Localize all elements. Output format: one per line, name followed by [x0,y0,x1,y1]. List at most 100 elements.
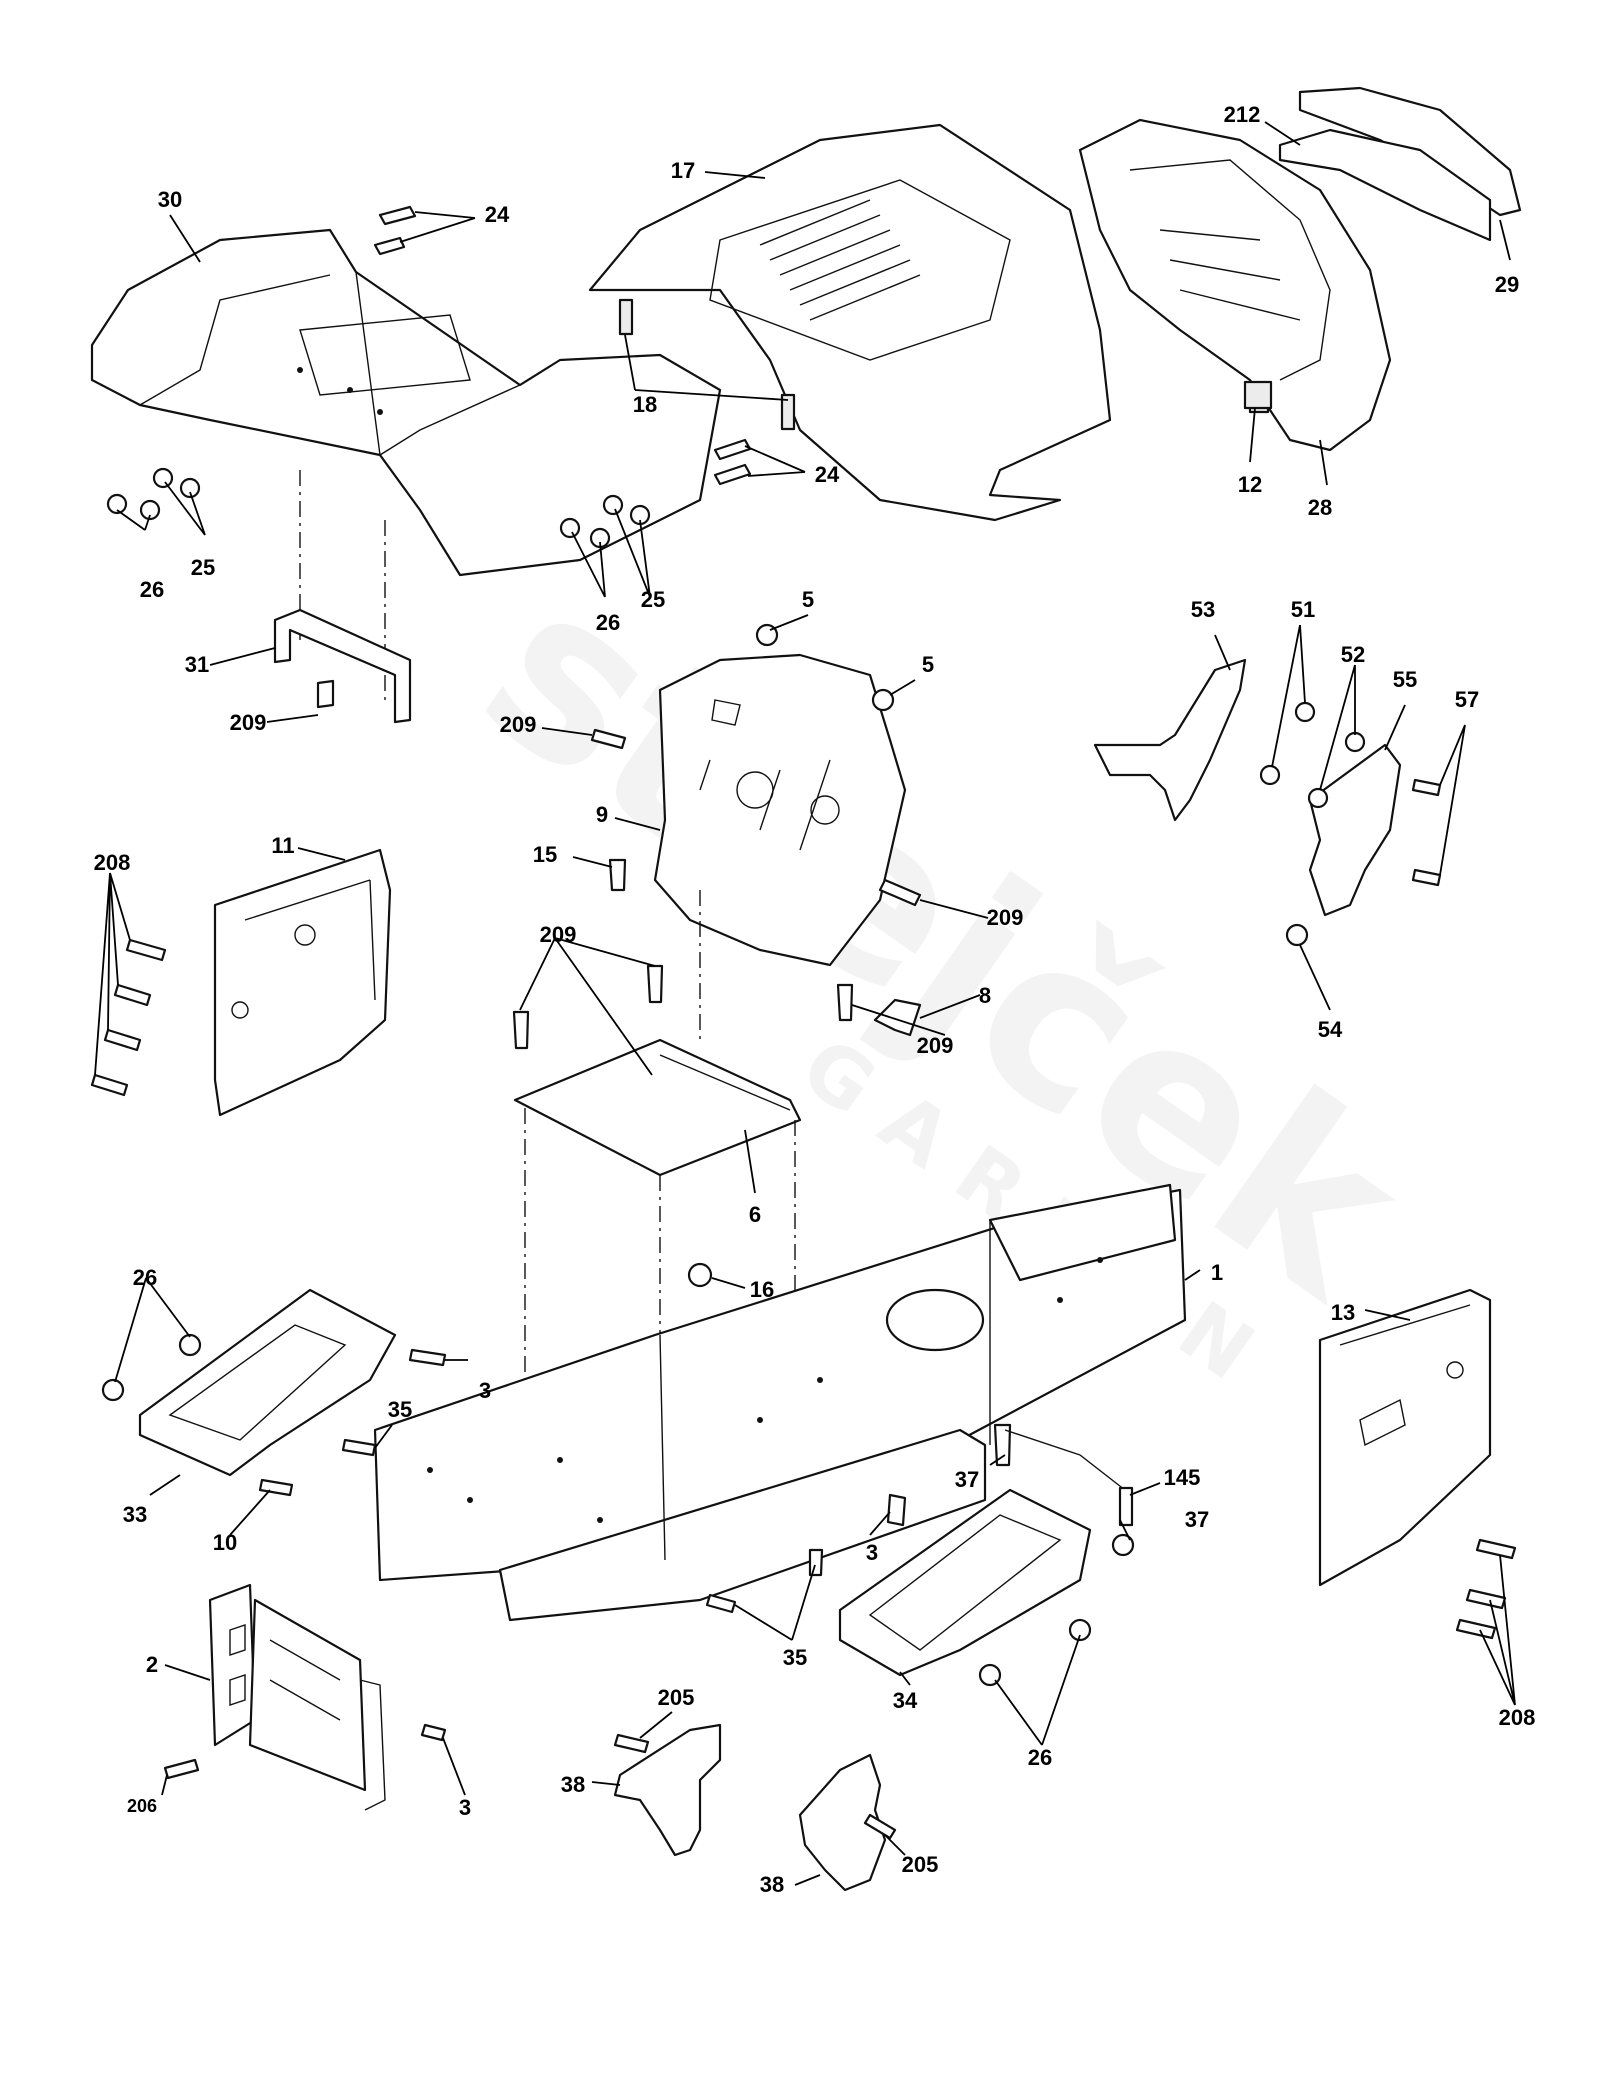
callout-26-b: 26 [596,610,620,635]
callout-25-a: 25 [191,555,215,580]
nuts-51-52 [1259,701,1366,809]
part-38-left [613,1723,722,1857]
part-plate-6 [513,1038,802,1177]
callout-205-b: 205 [902,1852,939,1877]
callout-2: 2 [146,1652,158,1677]
part-step-33 [138,1288,397,1477]
part-side-panel-13 [1318,1288,1492,1587]
callout-28: 28 [1308,495,1332,520]
bolt-35a [341,1438,377,1457]
callout-212: 212 [1224,102,1261,127]
callout-25-b: 25 [641,587,665,612]
callout-209-e: 209 [917,1033,954,1058]
part-8-clip [873,998,922,1037]
callout-9: 9 [596,802,608,827]
callout-3-b: 3 [866,1540,878,1565]
part-38-right [798,1753,887,1892]
part-rear-fender [90,228,722,577]
callout-38-b: 38 [760,1872,784,1897]
callout-6: 6 [749,1202,761,1227]
bolt-209e [836,983,854,1022]
part-frame-1 [373,1183,1187,1622]
part-bracket-31 [273,608,412,724]
callout-209-b: 209 [500,712,537,737]
callout-54: 54 [1318,1017,1343,1042]
callout-206: 206 [127,1796,157,1816]
callout-5-b: 5 [922,652,934,677]
callout-labels: 30 24 17 212 29 18 24 12 28 26 25 26 25 … [94,102,1536,1897]
part-hood [588,123,1112,522]
callout-51: 51 [1291,597,1315,622]
bolt-209a [316,679,335,709]
callout-8: 8 [979,983,991,1008]
bolts-57 [1411,778,1442,887]
callout-18: 18 [633,392,657,417]
nuts-25-26-left [106,467,201,521]
nuts-25-26-right [559,494,651,549]
bolt-3a [408,1348,447,1367]
nuts-26c [101,1333,202,1402]
callout-3-a: 3 [479,1378,491,1403]
callout-3-c: 3 [459,1795,471,1820]
bolt-206 [163,1758,200,1780]
callout-26-c: 26 [133,1265,157,1290]
callout-37-b: 37 [1185,1507,1209,1532]
callout-57: 57 [1455,687,1479,712]
bolt-3b [886,1493,907,1527]
callout-17: 17 [671,158,695,183]
leader-lines [94,121,1516,1886]
bolts-24a [373,205,417,256]
bolt-209b [590,728,627,750]
callout-208-b: 208 [1499,1705,1536,1730]
callout-26-d: 26 [1028,1745,1052,1770]
callout-38-a: 38 [561,1772,585,1797]
callout-209-c: 209 [987,905,1024,930]
part-dash-panel [653,653,907,967]
callout-31: 31 [185,652,209,677]
bolt-54 [1285,923,1309,947]
callout-24-top: 24 [485,202,510,227]
callout-37-a: 37 [955,1467,979,1492]
callout-209-a: 209 [230,710,267,735]
part-step-34 [838,1488,1092,1677]
callout-1: 1 [1211,1260,1223,1285]
bolt-3c [420,1723,447,1742]
bolt-10 [258,1478,294,1497]
callout-13: 13 [1331,1300,1355,1325]
bolts-208a [90,938,167,1097]
part-12-clip [1243,380,1273,410]
bolts-37-145 [993,1423,1135,1557]
callout-5-a: 5 [802,587,814,612]
bolts-205 [613,1733,897,1840]
callout-208-a: 208 [94,850,131,875]
nuts-26d [978,1618,1092,1687]
callout-24-mid: 24 [815,462,840,487]
callout-35-b: 35 [783,1645,807,1670]
callout-30: 30 [158,187,182,212]
callout-15: 15 [533,842,557,867]
bolts-208b [1455,1538,1517,1640]
part-front-bracket-2 [208,1583,386,1811]
callout-34: 34 [893,1688,918,1713]
part-side-panel-11 [213,848,392,1117]
callout-11: 11 [271,833,294,858]
part-grille-top [1278,86,1522,242]
callout-53: 53 [1191,597,1215,622]
callout-35-a: 35 [388,1397,412,1422]
callout-26-a: 26 [140,577,164,602]
callout-209-d: 209 [540,922,577,947]
part-55-plate [1308,743,1402,917]
callout-12: 12 [1238,472,1262,497]
callout-10: 10 [213,1530,237,1555]
bolt-15 [608,858,627,892]
callout-55: 55 [1393,667,1417,692]
callout-33: 33 [123,1502,147,1527]
callout-29: 29 [1495,272,1519,297]
callout-52: 52 [1341,642,1365,667]
nut-16 [687,1262,713,1288]
callout-145: 145 [1164,1465,1201,1490]
callout-205-a: 205 [658,1685,695,1710]
part-53-bracket [1093,658,1247,822]
bolt-209c [878,878,922,907]
